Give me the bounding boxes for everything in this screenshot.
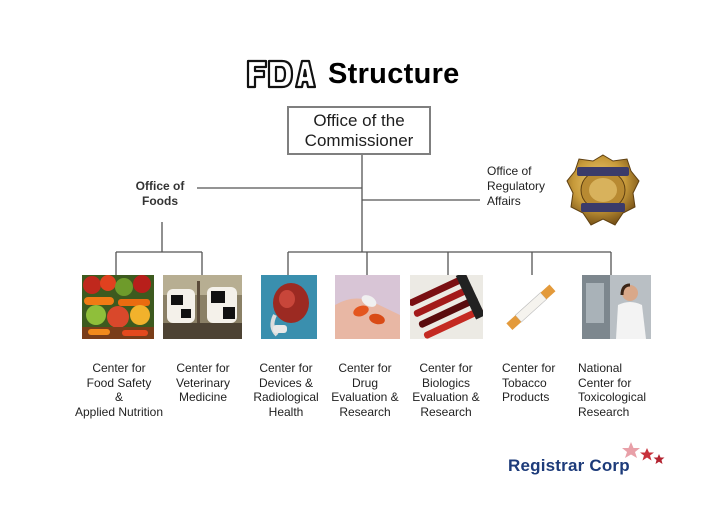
fda-logo <box>246 59 316 89</box>
center-devices-radiological-label: Center for Devices & Radiological Health <box>253 361 319 419</box>
pills-photo <box>335 275 400 339</box>
title-text: Structure <box>328 57 460 90</box>
star-icon <box>621 440 667 466</box>
test-tubes-photo <box>410 275 483 339</box>
cows-photo <box>163 275 242 339</box>
cigarette-photo <box>500 275 563 339</box>
lab-scientist-photo <box>582 275 651 339</box>
registrar-corp-logo: Registrar Corp <box>508 456 630 475</box>
center-food-safety-label: Center for Food Safety & Applied Nutriti… <box>74 361 164 419</box>
fda-badge-icon <box>565 153 641 227</box>
vegetables-photo <box>82 275 154 339</box>
office-of-regulatory-affairs-label: Office of Regulatory Affairs <box>487 164 546 208</box>
center-veterinary-medicine-label: Center for Veterinary Medicine <box>175 361 231 405</box>
national-center-toxicological-label: National Center for Toxicological Resear… <box>578 361 647 419</box>
device-photo <box>261 275 317 339</box>
center-tobacco-products-label: Center for Tobacco Products <box>502 361 556 405</box>
office-of-foods-label: Office of Foods <box>135 179 185 208</box>
center-drug-evaluation-label: Center for Drug Evaluation & Research <box>331 361 399 419</box>
center-biologics-evaluation-label: Center for Biologics Evaluation & Resear… <box>412 361 480 419</box>
office-of-the-commissioner-box: Office of the Commissioner <box>287 106 431 155</box>
page-title: Structure <box>246 54 460 94</box>
